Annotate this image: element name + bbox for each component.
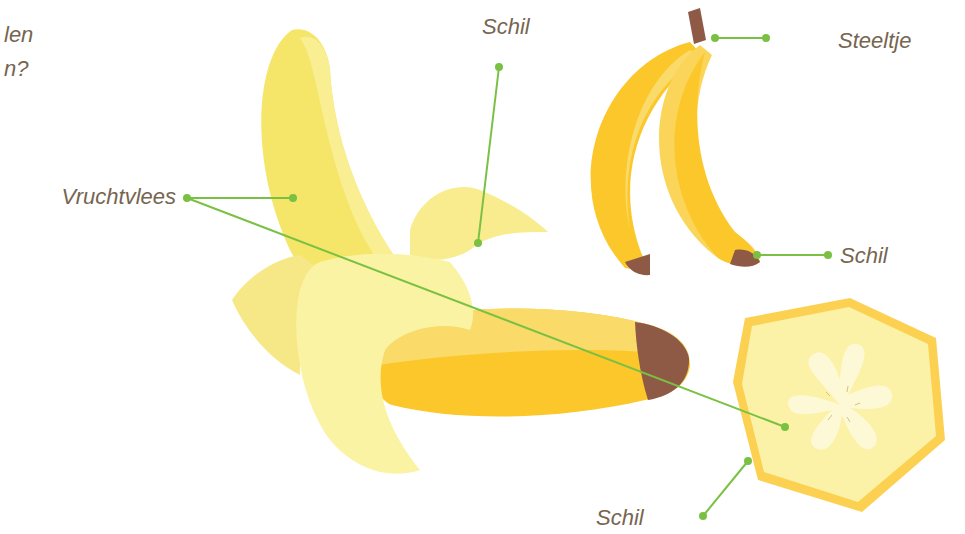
bunch-banana-right-shade xyxy=(674,52,760,266)
seed xyxy=(847,417,850,422)
seed xyxy=(826,392,830,396)
slice-flesh xyxy=(742,307,936,502)
leader-line xyxy=(703,461,748,516)
leader-dot xyxy=(495,63,503,71)
leader-dot xyxy=(753,251,761,259)
peel-back xyxy=(410,187,548,260)
leader-dot xyxy=(744,457,752,465)
seed xyxy=(847,386,848,392)
part-label: Schil xyxy=(482,14,530,40)
leader-dot xyxy=(711,34,719,42)
leader-line xyxy=(187,197,293,199)
part-label: Schil xyxy=(840,243,888,269)
bunch-banana-right xyxy=(659,45,760,266)
seed xyxy=(828,415,832,420)
bunch-banana-right-tip xyxy=(730,250,760,267)
leader-line xyxy=(478,67,499,243)
leader-dots xyxy=(183,34,832,520)
slice-core xyxy=(788,344,892,450)
peel-front xyxy=(296,254,473,474)
slice-seeds xyxy=(826,386,860,422)
leader-lines xyxy=(187,38,828,516)
leader-line xyxy=(715,37,766,39)
bunch-banana-left-tip xyxy=(625,254,650,275)
leader-line xyxy=(187,198,785,427)
part-label: Schil xyxy=(596,505,644,531)
leader-dot xyxy=(699,512,707,520)
part-label: n? xyxy=(4,56,28,82)
slice-peel xyxy=(733,298,945,512)
leader-dot xyxy=(289,194,297,202)
leader-dot xyxy=(762,34,770,42)
leader-line xyxy=(757,254,828,256)
part-label: Vruchtvlees xyxy=(61,184,176,210)
leader-dot xyxy=(781,423,789,431)
leader-dot xyxy=(183,194,191,202)
leader-dot xyxy=(824,251,832,259)
part-label: len xyxy=(4,22,33,48)
seed xyxy=(855,403,860,405)
banana-tip xyxy=(635,322,689,400)
leader-dot xyxy=(474,239,482,247)
stem xyxy=(688,8,706,44)
part-label: Steeltje xyxy=(838,28,911,54)
